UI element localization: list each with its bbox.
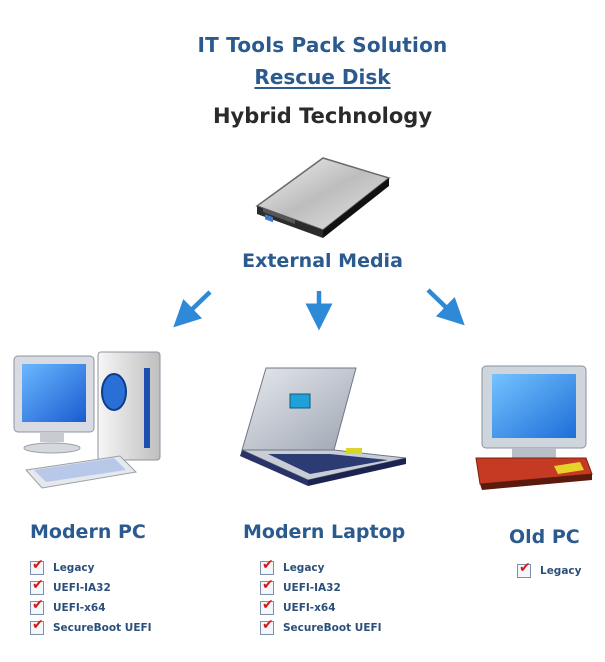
checkbox-checked-icon bbox=[30, 557, 44, 575]
checkbox-checked-icon bbox=[260, 577, 274, 595]
checkbox-checked-icon bbox=[30, 577, 44, 595]
feature-list-modern-laptop: Legacy UEFI-IA32 UEFI-x64 SecureBoot UEF… bbox=[260, 557, 382, 638]
checkbox-checked-icon bbox=[30, 617, 44, 635]
list-item: Legacy bbox=[517, 560, 581, 581]
list-item: Legacy bbox=[260, 557, 382, 578]
list-item: UEFI-x64 bbox=[30, 597, 152, 618]
diagram-title: IT Tools Pack Solution bbox=[197, 33, 448, 57]
checkbox-checked-icon bbox=[260, 557, 274, 575]
desktop-computer-icon bbox=[13, 351, 161, 489]
list-item: SecureBoot UEFI bbox=[30, 617, 152, 638]
target-label-modern-pc: Modern PC bbox=[30, 521, 146, 543]
feature-list-old-pc: Legacy bbox=[517, 560, 581, 581]
old-computer-icon bbox=[475, 365, 593, 490]
source-label: External Media bbox=[242, 250, 403, 272]
feature-list-modern-pc: Legacy UEFI-IA32 UEFI-x64 SecureBoot UEF… bbox=[30, 557, 152, 638]
checkbox-checked-icon bbox=[517, 560, 531, 578]
checkbox-checked-icon bbox=[30, 597, 44, 615]
external-drive-icon bbox=[255, 157, 391, 238]
checkbox-checked-icon bbox=[260, 617, 274, 635]
list-item: UEFI-IA32 bbox=[30, 577, 152, 598]
target-label-old-pc: Old PC bbox=[509, 526, 580, 548]
arrow-right-icon bbox=[426, 288, 465, 326]
technology-heading: Hybrid Technology bbox=[212, 104, 433, 128]
target-label-modern-laptop: Modern Laptop bbox=[243, 521, 406, 543]
list-item: UEFI-IA32 bbox=[260, 577, 382, 598]
list-item: Legacy bbox=[30, 557, 152, 578]
list-item: UEFI-x64 bbox=[260, 597, 382, 618]
list-item: SecureBoot UEFI bbox=[260, 617, 382, 638]
arrow-left-icon bbox=[173, 290, 212, 328]
laptop-icon bbox=[240, 367, 407, 486]
diagram-subtitle: Rescue Disk bbox=[254, 65, 391, 89]
checkbox-checked-icon bbox=[260, 597, 274, 615]
